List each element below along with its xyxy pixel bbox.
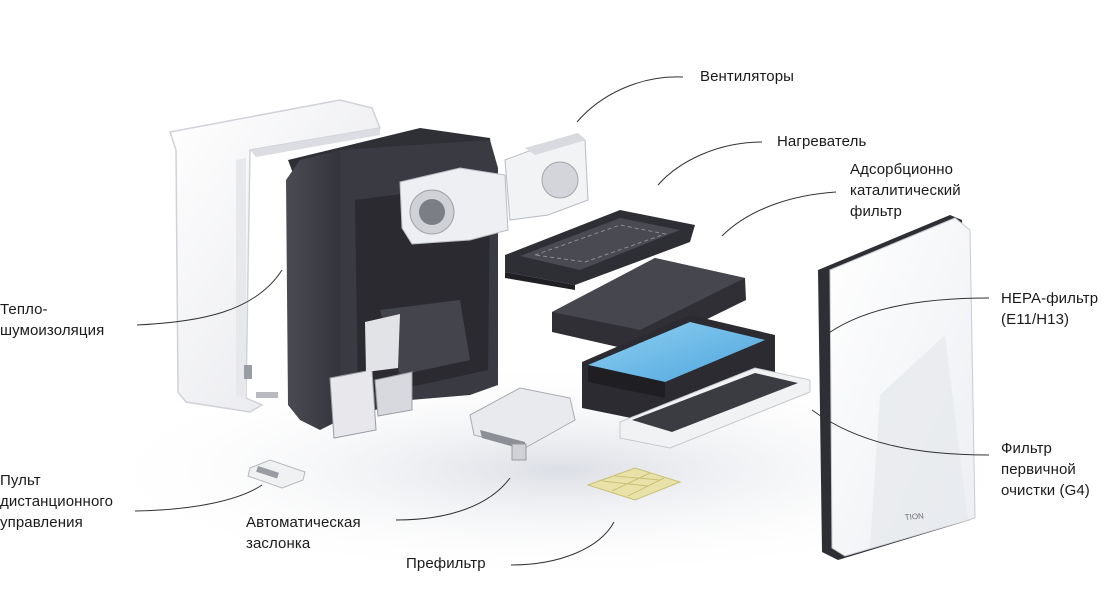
label-hepa-filter: HEPA-фильтр (E11/H13) <box>1001 288 1098 330</box>
label-line: (E11/H13) <box>1001 311 1070 328</box>
adsorption-filter-block <box>552 258 746 352</box>
label-line: первичной <box>1001 461 1076 478</box>
label-line: очистки (G4) <box>1001 482 1090 499</box>
label-line: управления <box>0 514 83 531</box>
label-remote: Пульт дистанционного управления <box>0 470 113 533</box>
label-damper: Автоматическая заслонка <box>246 512 361 554</box>
label-line: шумоизоляция <box>0 322 105 339</box>
brand-logo: TION <box>904 511 924 522</box>
label-line: Префильтр <box>406 555 486 572</box>
leader-damper <box>395 477 511 521</box>
label-prefilter: Префильтр <box>406 553 486 574</box>
leader-hepa <box>821 297 990 339</box>
label-fans: Вентиляторы <box>700 66 794 87</box>
label-line: Пульт <box>0 472 41 489</box>
label-line: Фильтр <box>1001 440 1052 457</box>
label-line: Нагреватель <box>777 133 867 150</box>
label-line: дистанционного <box>0 493 114 510</box>
leader-adsorption <box>721 191 837 237</box>
label-line: HEPA-фильтр <box>1001 290 1099 307</box>
label-line: заслонка <box>246 535 311 552</box>
damper <box>469 387 576 461</box>
label-adsorption-filter: Адсорбционно каталитический фильтр <box>850 159 961 222</box>
label-line: Тепло- <box>0 301 48 318</box>
label-line: Адсорбционно <box>850 161 954 178</box>
label-heater: Нагреватель <box>777 131 866 152</box>
label-line: фильтр <box>850 203 902 220</box>
insulation-shell <box>169 99 382 413</box>
primary-filter-block <box>619 367 811 449</box>
leader-insulation <box>136 269 283 326</box>
leader-prefilter <box>510 521 615 566</box>
label-line: Вентиляторы <box>700 68 795 85</box>
front-panel <box>818 215 976 560</box>
label-insulation: Тепло- шумоизоляция <box>0 299 104 341</box>
leader-remote <box>134 484 263 512</box>
label-line: Автоматическая <box>246 514 361 531</box>
leader-heater <box>657 141 763 186</box>
leader-primary <box>811 409 990 456</box>
label-line: каталитический <box>850 182 961 199</box>
leader-fans <box>576 76 684 123</box>
prefilter <box>586 467 682 501</box>
fans <box>399 133 589 245</box>
heater <box>505 210 695 290</box>
label-primary-filter: Фильтр первичной очистки (G4) <box>1001 438 1090 501</box>
remote-control <box>247 459 306 489</box>
